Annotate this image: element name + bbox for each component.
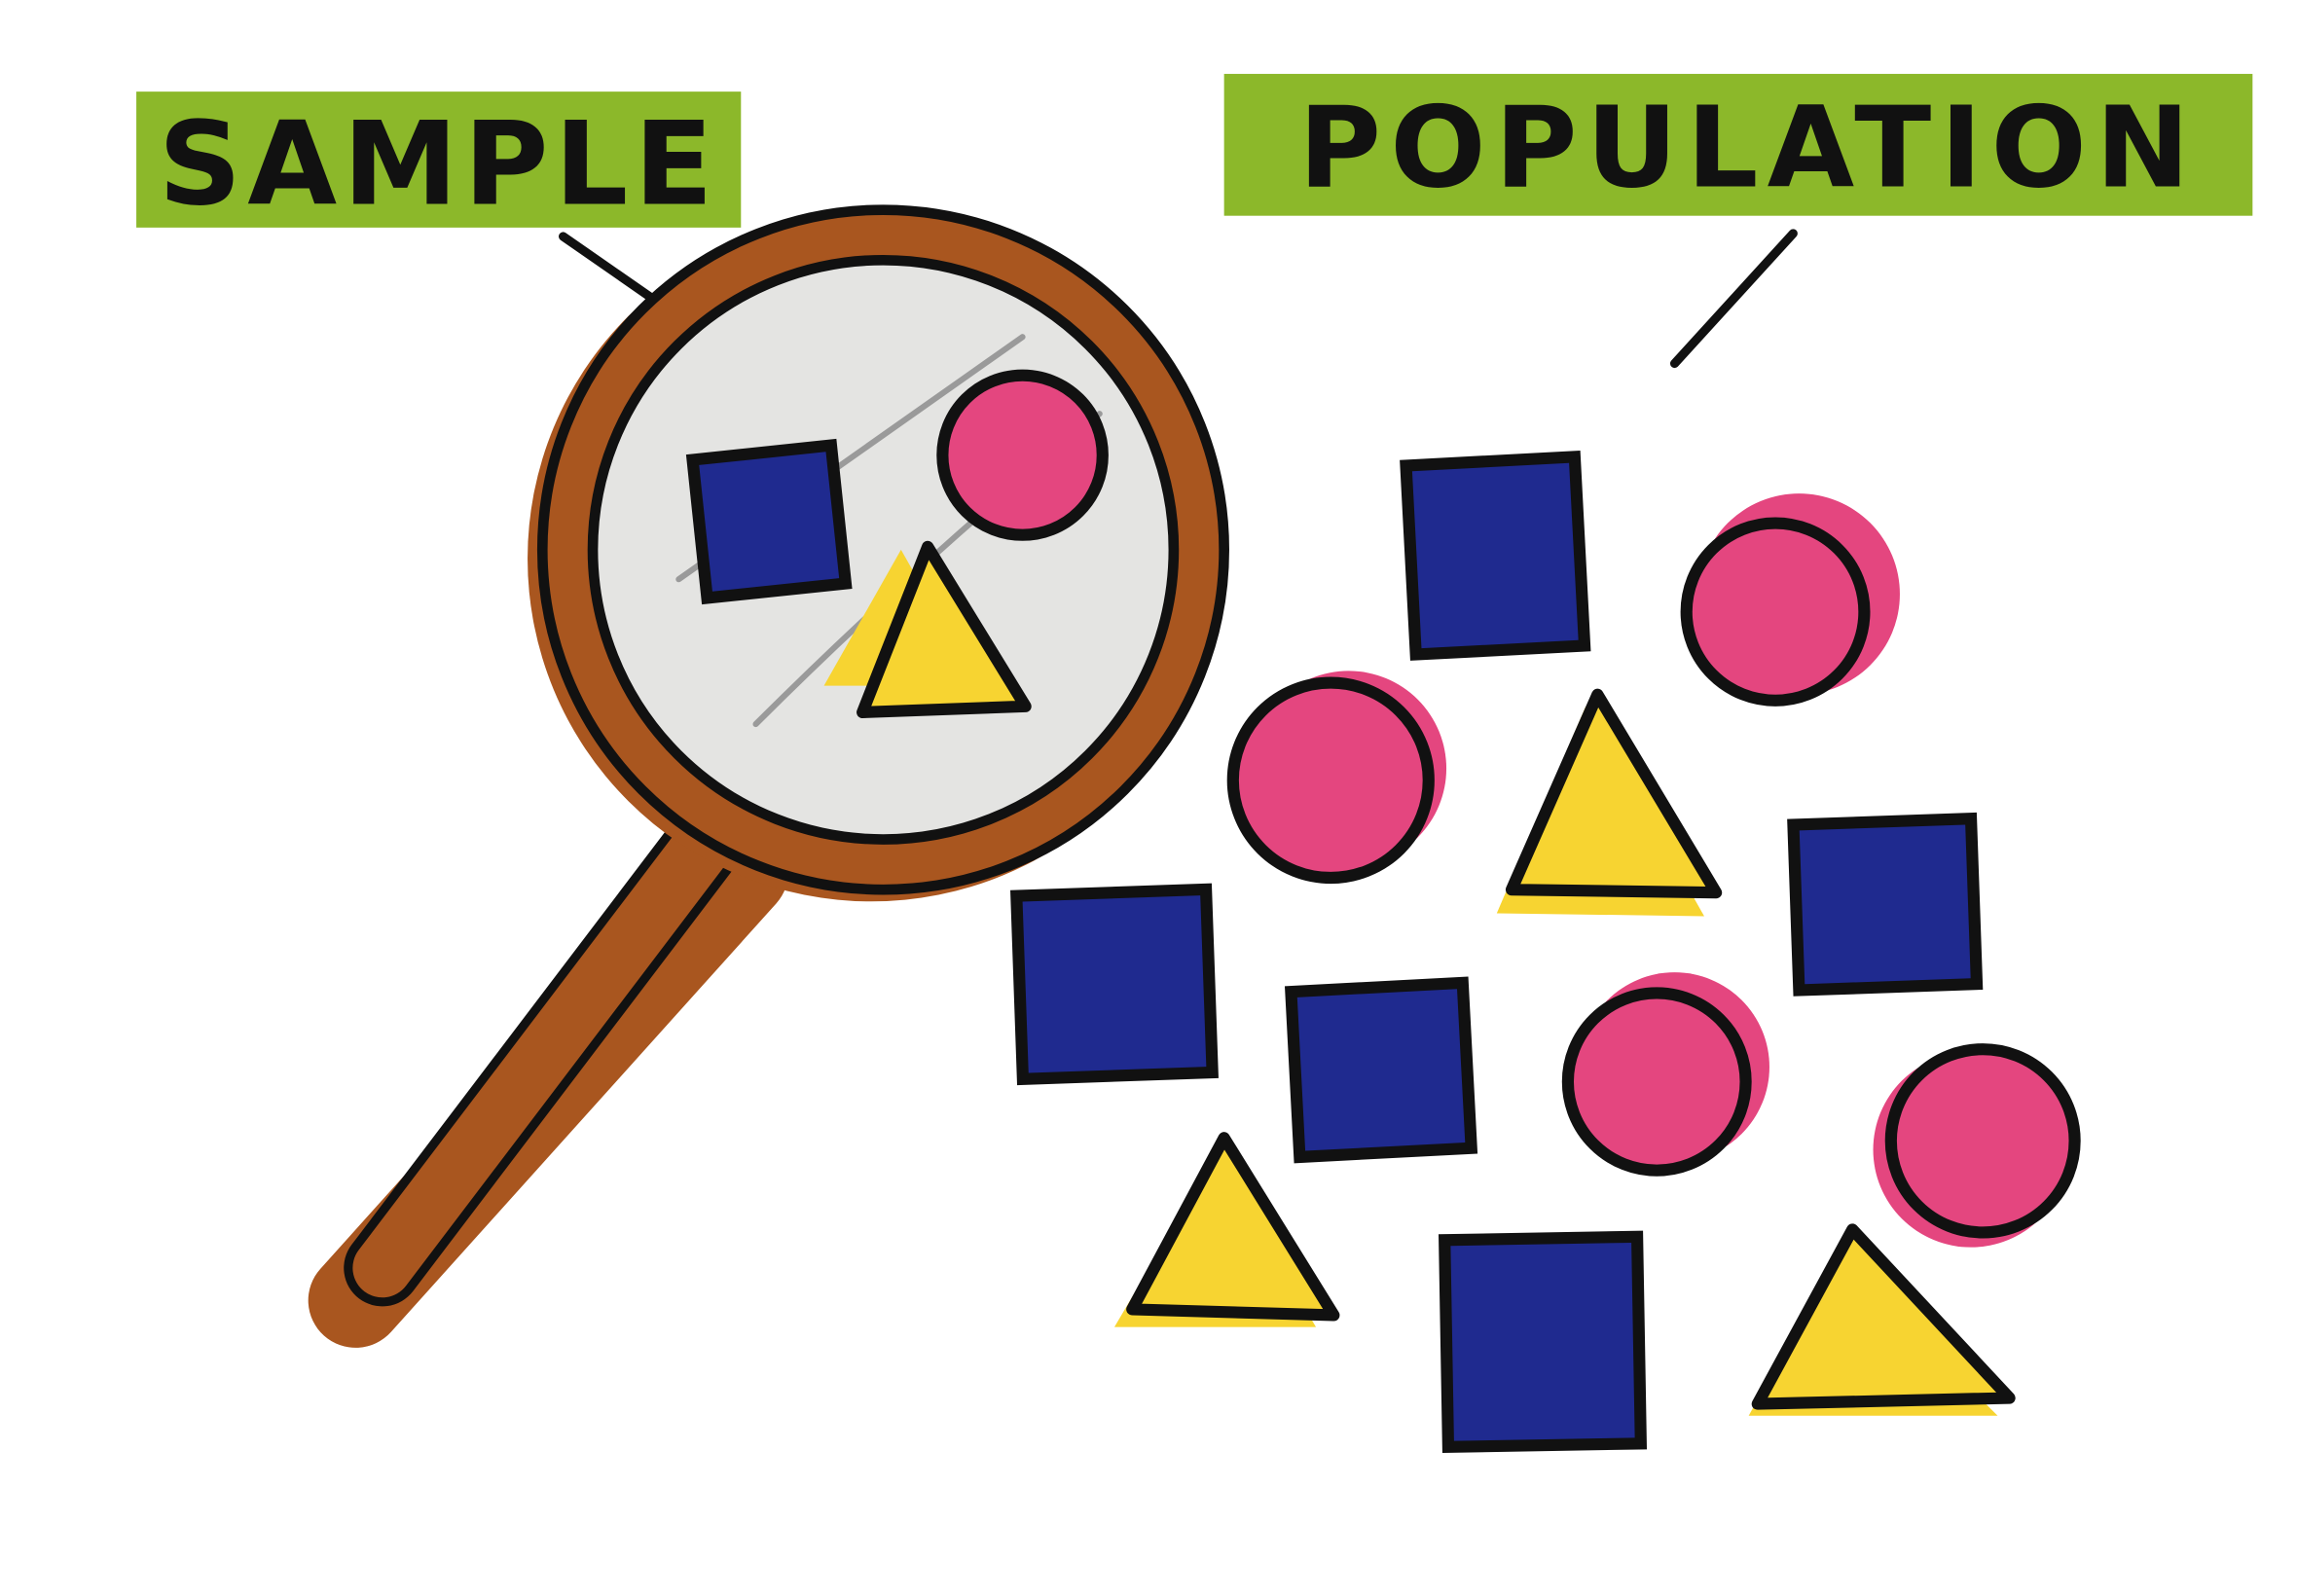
population-circle <box>1884 1043 2081 1239</box>
population-label: POPULATION <box>1223 73 2253 216</box>
sample-label: SAMPLE <box>136 91 742 232</box>
population-square <box>1284 976 1478 1164</box>
population-triangle <box>1505 688 1723 899</box>
population-shapes <box>1010 450 2081 1453</box>
population-circle <box>1680 517 1871 707</box>
population-square <box>1400 450 1591 661</box>
magnifying-glass-icon <box>308 204 1229 1348</box>
population-square <box>1438 1230 1648 1453</box>
population-label-text: POPULATION <box>1298 83 2199 213</box>
population-square <box>1010 883 1219 1086</box>
population-square <box>1787 812 1984 997</box>
population-circle <box>1561 987 1752 1177</box>
population-triangle <box>1126 1132 1340 1322</box>
population-triangle <box>1751 1223 2016 1410</box>
population-pointer-line <box>1669 229 1798 369</box>
population-label-highlight <box>1223 73 2253 216</box>
sample-label-text: SAMPLE <box>159 97 719 232</box>
population-circle <box>1226 676 1435 885</box>
magnifier-handle-fill <box>352 813 736 1298</box>
sample-shapes <box>685 369 1109 718</box>
sample-square <box>685 438 853 605</box>
sample-label-highlight <box>136 91 742 228</box>
sample-circle <box>936 369 1109 541</box>
magnifier-lens <box>587 254 1180 845</box>
sample-triangle <box>857 540 1032 718</box>
